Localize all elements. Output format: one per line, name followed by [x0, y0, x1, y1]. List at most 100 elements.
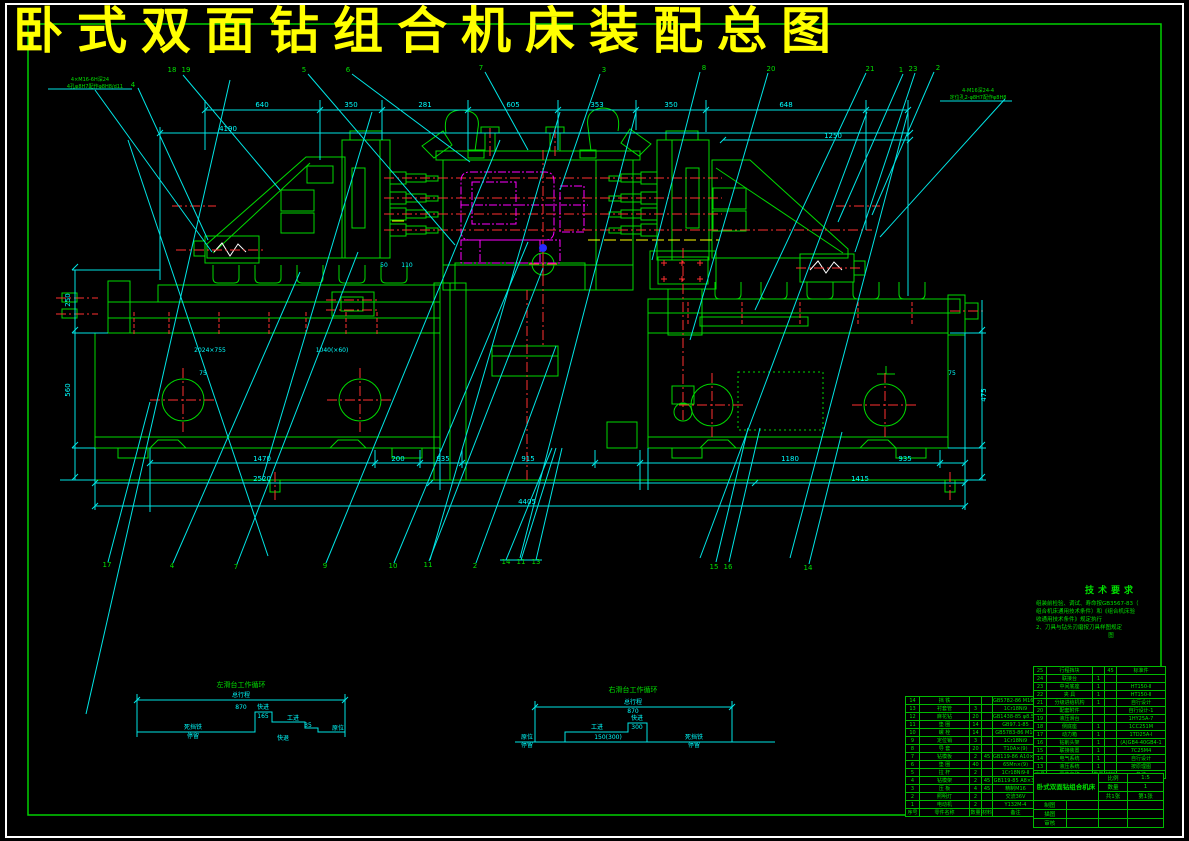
- annotation-label: 1470: [253, 455, 271, 463]
- center-fixture: [421, 107, 652, 481]
- annotation-label: 快进: [631, 714, 643, 722]
- annotation-label: 死挡铁: [685, 733, 703, 741]
- bom-cell: 2: [969, 752, 982, 761]
- check-label: 审核: [1033, 818, 1067, 828]
- scale-label: 比例: [1098, 773, 1128, 783]
- annotation-label: 原位: [521, 733, 533, 741]
- draw-name-cell: [1065, 800, 1099, 810]
- left-power-head: [193, 130, 439, 264]
- bom-cell: 5: [905, 768, 920, 777]
- bom-cell: 定位销: [919, 736, 970, 745]
- floor-line: [95, 479, 965, 493]
- cycle-diagrams: [133, 694, 775, 743]
- machine-linework: [61, 107, 979, 493]
- annotation-label: 150(300): [594, 734, 622, 741]
- annotation-label: 1415: [851, 475, 869, 483]
- annotation-label: 6: [346, 66, 351, 74]
- bom-cell: [1092, 714, 1105, 723]
- tech-req-line: 组装前检验、调试、寿命按GB3567-83（: [1036, 601, 1139, 607]
- bom-cell: [981, 728, 993, 737]
- bom-cell: [981, 712, 993, 721]
- annotation-label: 总行程: [624, 698, 642, 706]
- bom-cell: 40: [969, 760, 982, 769]
- annotation-label: 300: [631, 724, 643, 731]
- tech-req-title: 技术要求: [1084, 586, 1137, 596]
- annotation-label: 8: [702, 64, 706, 72]
- annotation-label: 13: [532, 558, 541, 566]
- tech-req-line: 组合机床通用技术条件）和《组合机床验: [1036, 609, 1136, 615]
- bom-cell: [1104, 714, 1117, 723]
- annotation-label: 165: [257, 713, 269, 720]
- bom-cell: 自行设计: [1116, 698, 1166, 707]
- bom-cell: 1: [1092, 762, 1105, 771]
- annotation-label: 1040(×60): [316, 347, 349, 354]
- bom-cell: 零件名称: [919, 808, 970, 817]
- bom-cell: 2: [969, 792, 982, 801]
- bom-cell: [981, 800, 993, 809]
- annotation-label: 2: [936, 64, 940, 72]
- bom-cell: GB5782-86 M16×70: [992, 696, 1039, 705]
- left-slide: [107, 265, 441, 334]
- bom-cell: 19: [1033, 714, 1047, 723]
- annotation-label: 475: [980, 388, 988, 401]
- bom-cell: HT150-Ⅱ: [1116, 682, 1166, 691]
- bom-cell: 8: [905, 744, 920, 753]
- bom-cell: 1: [1092, 730, 1105, 739]
- bom-cell: 14: [969, 720, 982, 729]
- bom-cell: 1CC251M: [1116, 722, 1166, 731]
- annotation-label: 快进: [257, 703, 269, 711]
- qty-value: 1: [1127, 782, 1164, 792]
- right-power-head: [608, 130, 866, 283]
- bom-cell: 1: [1092, 722, 1105, 731]
- annotation-label: 200: [391, 455, 404, 463]
- tech-req-line: 图: [1108, 633, 1114, 639]
- bom-cell: [1104, 730, 1117, 739]
- annotation-label: 4×M16-6H深24: [71, 76, 109, 83]
- annotation-label: 4-M16深24-4: [962, 87, 994, 94]
- left-bed: [61, 280, 441, 459]
- annotation-label: 2: [473, 562, 477, 570]
- bom-cell: [981, 736, 993, 745]
- bom-cell: GB1438-85 φ8.5×25M: [992, 712, 1039, 721]
- bom-cell: 钻模架: [919, 776, 970, 785]
- bom-cell: 20: [1033, 706, 1047, 715]
- annotation-label: 工进: [591, 723, 603, 731]
- annotation-label: 19: [182, 66, 191, 74]
- bom-cell: 钻模板: [919, 752, 970, 761]
- empty-cell: [1127, 818, 1164, 828]
- bom-cell: 1HY25A-7: [1116, 714, 1166, 723]
- bom-cell: 14: [1033, 754, 1047, 763]
- bom-cell: 13: [1033, 762, 1047, 771]
- bom-cell: [981, 760, 993, 769]
- annotation-label: 20: [767, 65, 776, 73]
- bom-cell: 钻削头架: [1046, 738, 1093, 747]
- annotation-label: 605: [506, 101, 519, 109]
- bom-cell: 3: [969, 704, 982, 713]
- bom-cell: 25: [1033, 666, 1047, 675]
- annotation-label: 14: [804, 564, 813, 572]
- annotation-label: 870: [235, 704, 247, 711]
- trace-name-cell: [1065, 809, 1099, 819]
- bom-cell: [1104, 738, 1117, 747]
- tech-req-line: 收通用技术条件》规定执行: [1036, 617, 1103, 623]
- technical-requirements: 技术要求 组装前检验、调试、寿命按GB3567-83（ 组合机床通用技术条件）和…: [1036, 583, 1186, 640]
- bom-cell: 联接装置: [1046, 746, 1093, 755]
- bom-cell: 2: [969, 800, 982, 809]
- bom-cell: [1104, 706, 1117, 715]
- empty-cell: [1098, 818, 1128, 828]
- bom-cell: [1104, 690, 1117, 699]
- bom-cell: 4: [969, 784, 982, 793]
